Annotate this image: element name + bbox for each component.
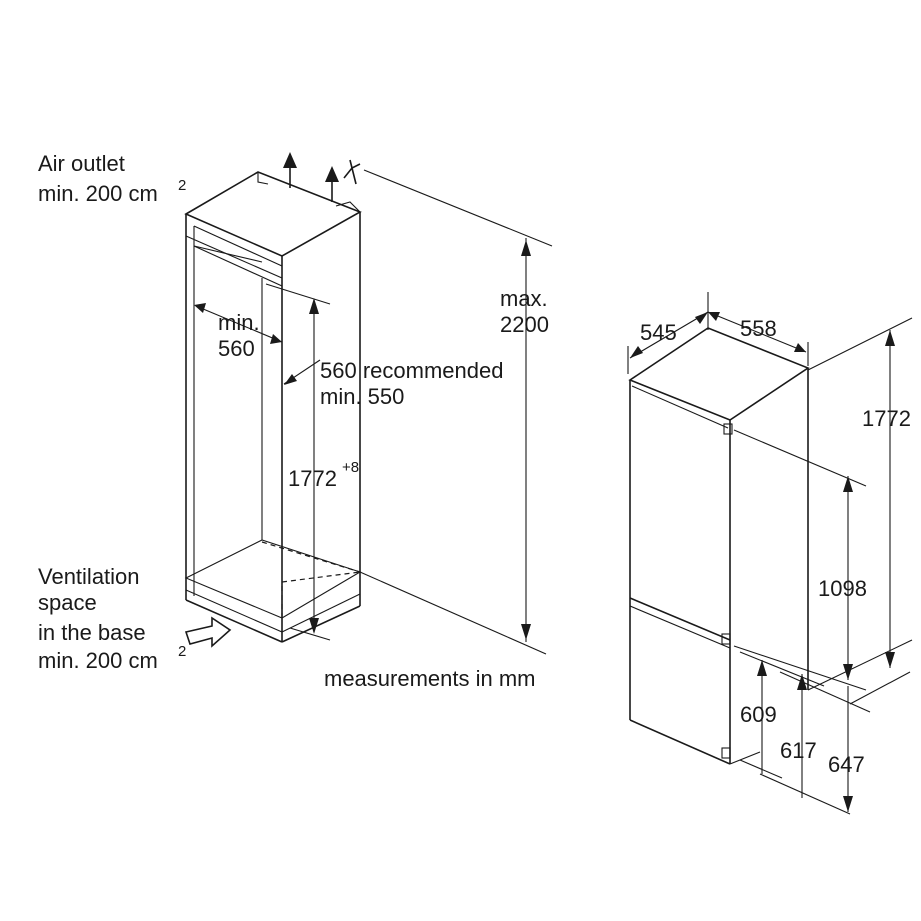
dimension-height-1098 bbox=[733, 429, 867, 691]
dimension-depth-560 bbox=[283, 359, 321, 385]
appliance-body bbox=[628, 327, 810, 765]
air-outlet-label: Air outlet bbox=[38, 151, 125, 176]
air-outlet-arrows bbox=[283, 152, 361, 202]
height-617-label: 617 bbox=[780, 738, 817, 763]
max-2200-label: max. bbox=[500, 286, 548, 311]
min-560-label: min. bbox=[218, 310, 260, 335]
min-560-value: 560 bbox=[218, 336, 255, 361]
ventilation-label-3: in the base bbox=[38, 620, 146, 645]
width-558-label: 558 bbox=[740, 316, 777, 341]
dimension-max-2200 bbox=[359, 169, 553, 655]
air-outlet-value: min. 200 cm bbox=[38, 181, 158, 206]
ventilation-label-2: space bbox=[38, 590, 97, 615]
dimension-depth-width bbox=[627, 292, 809, 374]
height-647-label: 647 bbox=[828, 752, 865, 777]
recommended-560-label: 560 recommended bbox=[320, 358, 503, 383]
dimension-niche-height bbox=[265, 283, 331, 641]
ventilation-label-1: Ventilation bbox=[38, 564, 140, 589]
niche-height-label: 1772 bbox=[288, 466, 337, 491]
dimension-height-1772 bbox=[807, 317, 913, 691]
height-1098-label: 1098 bbox=[818, 576, 867, 601]
dimension-height-617 bbox=[779, 671, 871, 798]
dimension-min-560 bbox=[194, 303, 283, 344]
niche-height-tolerance: +8 bbox=[342, 459, 359, 476]
ventilation-arrow bbox=[184, 616, 232, 648]
min-550-label: min. 550 bbox=[320, 384, 404, 409]
air-outlet-superscript: 2 bbox=[178, 177, 186, 194]
depth-545-label: 545 bbox=[640, 320, 677, 345]
ventilation-superscript: 2 bbox=[178, 643, 186, 660]
max-2200-value: 2200 bbox=[500, 312, 549, 337]
height-609-label: 609 bbox=[740, 702, 777, 727]
dimension-height-609 bbox=[739, 651, 825, 779]
height-1772-label: 1772 bbox=[862, 406, 911, 431]
measurements-unit-label: measurements in mm bbox=[324, 666, 536, 691]
ventilation-label-4: min. 200 cm bbox=[38, 648, 158, 673]
dimension-height-647 bbox=[759, 671, 911, 815]
